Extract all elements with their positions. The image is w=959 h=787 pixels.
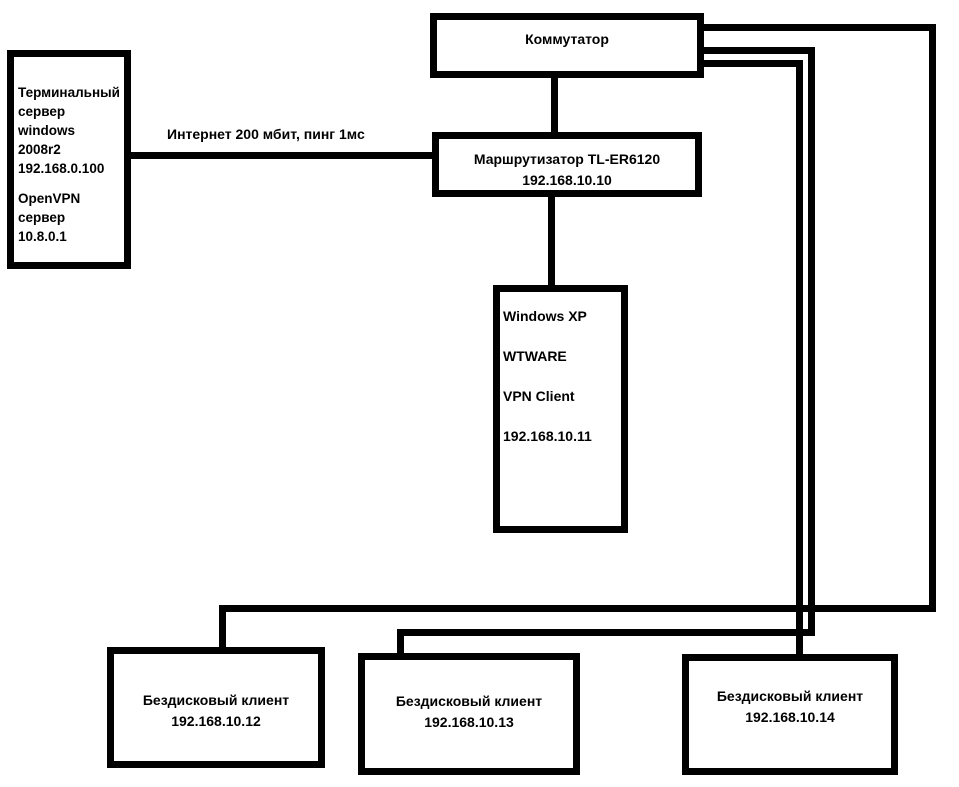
winxp-line: 192.168.10.11 <box>503 428 592 444</box>
connector-client1-drop <box>219 605 226 648</box>
connector-switch-port3-vertical <box>796 60 803 655</box>
connector-switch-port3-horizontal <box>700 60 803 67</box>
winxp-line: Windows XP <box>503 308 587 324</box>
connector-port1-bottom-horizontal <box>219 605 936 612</box>
node-router: Маршрутизатор TL-ER6120 192.168.10.10 <box>432 132 702 197</box>
client-name: Бездисковый клиент <box>395 693 543 709</box>
terminal-line: Терминальный <box>18 85 120 100</box>
connector-switch-router <box>551 77 558 133</box>
terminal-server-text: Терминальный сервер windows 2008r2 192.1… <box>18 83 124 178</box>
connector-switch-port2-horizontal <box>700 47 815 54</box>
connector-switch-port1-vertical <box>929 24 936 612</box>
connector-switch-port2-vertical <box>808 47 815 636</box>
client-ip: 192.168.10.12 <box>171 713 261 729</box>
terminal-line: 2008r2 <box>18 142 61 157</box>
openvpn-text: OpenVPN сервер 10.8.0.1 <box>18 189 124 246</box>
node-winxp-client: Windows XP WTWARE VPN Client 192.168.10.… <box>493 285 628 533</box>
terminal-line: сервер <box>18 210 66 225</box>
winxp-line: VPN Client <box>503 388 575 404</box>
connector-terminal-router <box>131 152 432 159</box>
connector-port2-bottom-horizontal <box>397 629 815 636</box>
router-ip: 192.168.10.10 <box>522 172 612 188</box>
node-diskless-client-2: Бездисковый клиент 192.168.10.13 <box>358 653 580 775</box>
terminal-line: windows <box>18 123 75 138</box>
connector-client2-drop <box>397 629 404 654</box>
connector-switch-port1-horizontal <box>700 24 936 31</box>
node-terminal-server: Терминальный сервер windows 2008r2 192.1… <box>7 50 131 269</box>
router-name: Маршрутизатор TL-ER6120 <box>473 151 661 167</box>
terminal-line: 192.168.0.100 <box>18 161 105 176</box>
switch-label: Коммутатор <box>525 31 609 47</box>
terminal-line: сервер <box>18 104 66 119</box>
terminal-line: OpenVPN <box>18 191 81 206</box>
client-ip: 192.168.10.14 <box>745 709 835 725</box>
node-diskless-client-1: Бездисковый клиент 192.168.10.12 <box>107 647 325 768</box>
connector-router-winxp <box>548 196 555 286</box>
client-name: Бездисковый клиент <box>142 692 290 708</box>
client-ip: 192.168.10.13 <box>424 714 514 730</box>
node-switch: Коммутатор <box>430 13 704 78</box>
internet-link-label: Интернет 200 мбит, пинг 1мс <box>167 126 365 142</box>
terminal-line: 10.8.0.1 <box>18 229 67 244</box>
winxp-line: WTWARE <box>503 348 567 364</box>
node-diskless-client-3: Бездисковый клиент 192.168.10.14 <box>682 654 898 775</box>
client-name: Бездисковый клиент <box>716 688 864 704</box>
